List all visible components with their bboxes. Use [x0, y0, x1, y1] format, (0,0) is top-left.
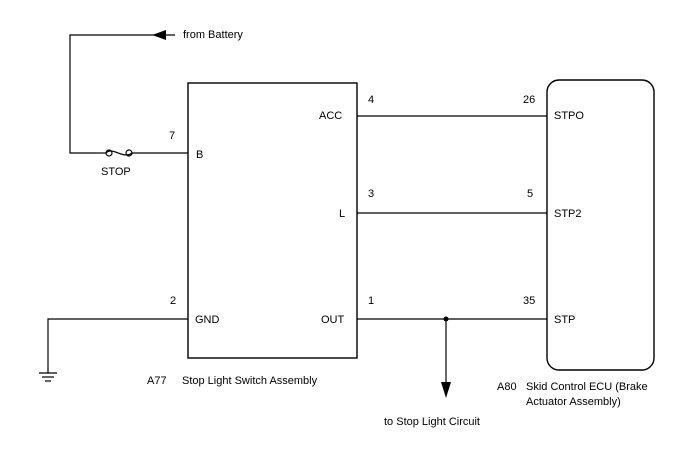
fuse-label: STOP — [101, 166, 131, 178]
ecu-pin-stp-label: STP — [554, 314, 575, 326]
ground-icon — [39, 372, 57, 382]
battery-arrow-icon — [152, 30, 166, 40]
stop-light-arrow-icon — [441, 382, 451, 398]
ecu-name-line2: Actuator Assembly) — [526, 396, 621, 408]
ecu-pin-26-number: 26 — [523, 94, 535, 106]
switch-pin-1-number: 1 — [368, 295, 374, 307]
switch-pin-b-label: B — [196, 149, 203, 161]
switch-pin-gnd-label: GND — [195, 314, 220, 326]
switch-code-label: A77 — [147, 375, 167, 387]
switch-pin-acc-label: ACC — [319, 110, 342, 122]
switch-pin-7-number: 7 — [169, 130, 175, 142]
stop-light-label: to Stop Light Circuit — [384, 416, 480, 428]
switch-pin-2-number: 2 — [170, 295, 176, 307]
battery-feed-wire — [69, 30, 175, 154]
switch-pin-l-label: L — [339, 208, 345, 220]
switch-name-label: Stop Light Switch Assembly — [182, 375, 318, 387]
ecu-pin-stp2-label: STP2 — [554, 208, 582, 220]
ecu-box — [546, 79, 655, 371]
fuse-icon — [96, 149, 133, 157]
battery-label: from Battery — [183, 29, 243, 41]
ecu-pin-35-number: 35 — [523, 295, 535, 307]
switch-pin-3-number: 3 — [368, 188, 374, 200]
ecu-pin-stpo-label: STPO — [554, 110, 584, 122]
ground-wire — [47, 318, 188, 373]
switch-pin-out-label: OUT — [321, 314, 345, 326]
ecu-code-label: A80 — [497, 381, 517, 393]
switch-box — [187, 82, 358, 359]
ecu-pin-5-number: 5 — [527, 188, 533, 200]
ecu-name-line1: Skid Control ECU (Brake — [526, 381, 648, 393]
switch-pin-4-number: 4 — [368, 94, 374, 106]
